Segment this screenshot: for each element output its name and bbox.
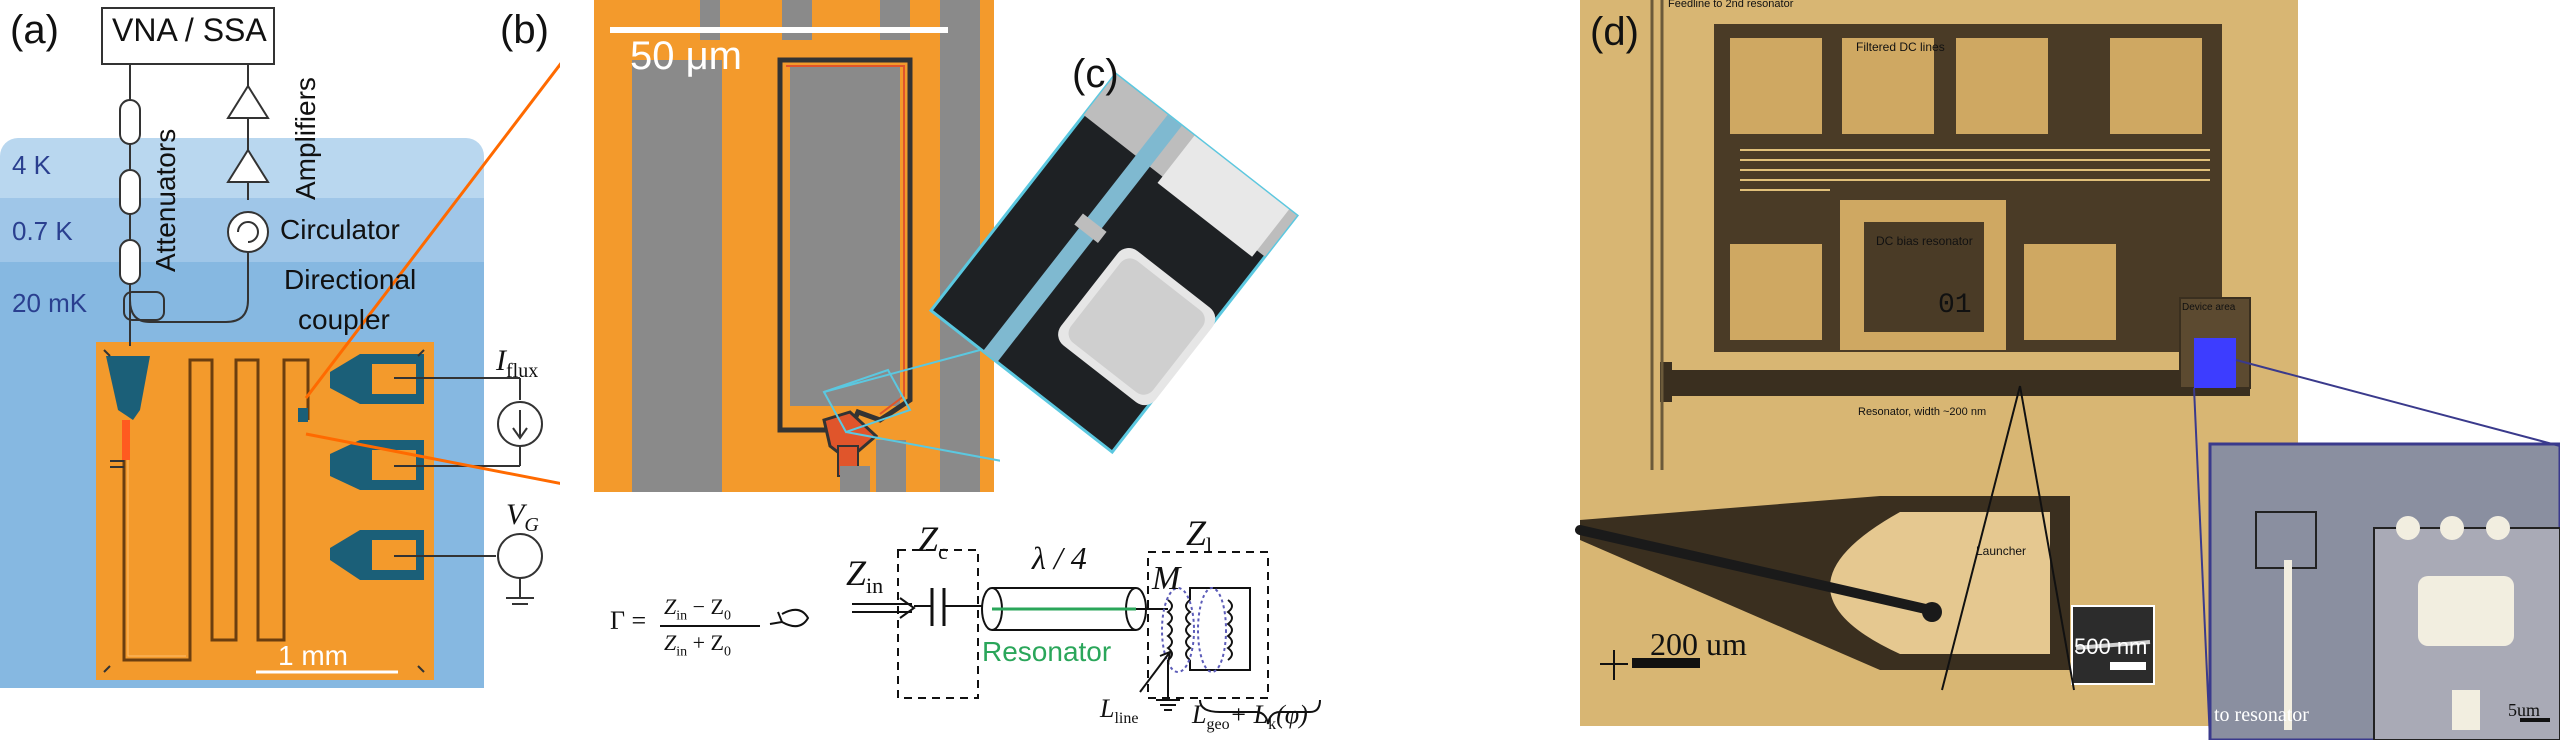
filtered-dc-label: Filtered DC lines [1856, 40, 1945, 54]
m-label: M [1152, 560, 1181, 597]
resonator-width-label: Resonator, width ~200 nm [1858, 406, 1987, 418]
launcher-label: Launcher [1976, 544, 2027, 558]
zl-label: Zl [1186, 513, 1213, 559]
gamma-numerator: Zin − Z0 [664, 594, 731, 624]
vna-box [101, 7, 275, 65]
lline-label: Lline [1100, 694, 1139, 728]
temp-07k: 0.7 K [12, 216, 73, 246]
feed-pad [106, 356, 150, 420]
gamma-denominator: Zin + Z0 [664, 630, 731, 660]
chip-number: 01 [1938, 290, 1972, 321]
scale-50um: 50 μm [630, 34, 742, 78]
directional-coupler-line1: Directional [284, 264, 417, 295]
to-resonator-label: to resonator [2214, 704, 2309, 726]
scale-1mm: 1 mm [278, 640, 348, 671]
zc-label: Zc [918, 519, 948, 565]
lambda-label: λ / 4 [1032, 540, 1087, 576]
panel-b-graphics [594, 0, 1000, 492]
vg-label: VG [506, 498, 539, 536]
panel-d-label: (d) [1590, 10, 1639, 54]
panel-a-label: (a) [10, 8, 59, 52]
zin-label: Zin [846, 553, 884, 599]
device-area-label: Device area [2182, 302, 2236, 313]
scale-500nm: 500 nm [2074, 634, 2148, 659]
panel-c-graphics [928, 71, 1300, 455]
vna-ssa-label: VNA / SSA [112, 12, 267, 48]
circuit-graphics [660, 549, 1321, 725]
iflux-label: Iflux [496, 344, 539, 382]
temp-4k: 4 K [12, 150, 52, 180]
gamma-label: Γ = [610, 606, 647, 635]
panel-a-graphics [0, 7, 560, 688]
circulator-label: Circulator [280, 214, 400, 245]
feedline-label: Feedline to 2nd resonator [1668, 0, 1794, 10]
panel-b-label: (b) [500, 8, 549, 52]
resonator-label: Resonator [982, 636, 1112, 667]
scale-200um: 200 um [1650, 626, 1747, 662]
panel-c-label: (c) [1072, 52, 1119, 96]
dc-bias-label: DC bias resonator [1876, 234, 1973, 248]
lgeo-lk-label: Lgeo+ Lk(φ) [1192, 700, 1308, 734]
temp-20mk: 20 mK [12, 288, 88, 318]
scale-5um: 5um [2508, 700, 2541, 720]
directional-coupler-line2: coupler [298, 304, 390, 335]
